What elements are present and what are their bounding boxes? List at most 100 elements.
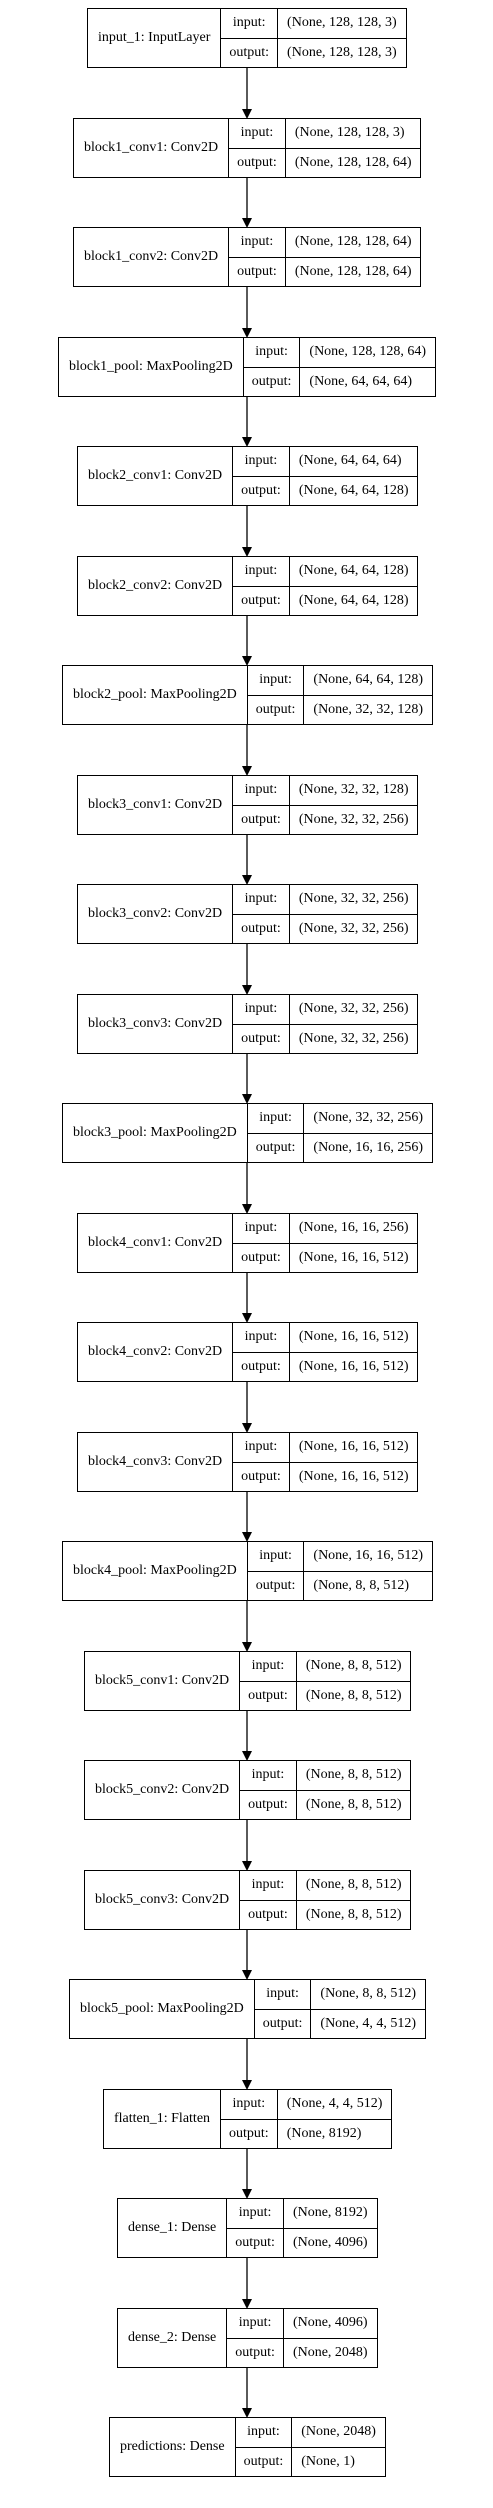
layer-name: block2_conv2: Conv2D (76, 556, 234, 616)
layer-name: block4_conv2: Conv2D (76, 1322, 234, 1382)
output-label: output: (246, 1570, 305, 1601)
output-label: output: (239, 1680, 297, 1711)
output-label: output: (234, 2446, 293, 2477)
output-shape: (None, 32, 32, 256) (288, 1023, 419, 1054)
layer-name: input_1: InputLayer (86, 8, 222, 68)
layer-name: block1_conv2: Conv2D (72, 227, 230, 287)
output-label: output: (228, 256, 286, 287)
input-label: input: (242, 337, 301, 368)
input-label: input: (232, 775, 290, 806)
input-shape: (None, 4, 4, 512) (276, 2089, 393, 2120)
layer-name: block3_pool: MaxPooling2D (62, 1103, 248, 1163)
output-shape: (None, 128, 128, 3) (277, 37, 407, 68)
input-label: input: (232, 994, 290, 1025)
input-shape: (None, 64, 64, 64) (288, 446, 419, 477)
layer-name: block3_conv2: Conv2D (76, 884, 234, 944)
output-shape: (None, 32, 32, 256) (288, 913, 419, 944)
output-shape: (None, 4096) (282, 2227, 378, 2258)
output-shape: (None, 4, 4, 512) (310, 2008, 427, 2039)
input-label: input: (220, 8, 279, 39)
input-label: input: (246, 1541, 305, 1572)
input-shape: (None, 128, 128, 64) (299, 337, 437, 368)
layer-name: block4_pool: MaxPooling2D (62, 1541, 248, 1601)
input-label: input: (239, 1870, 297, 1901)
output-label: output: (239, 1899, 297, 1930)
input-shape: (None, 2048) (291, 2417, 386, 2448)
layer-name: block4_conv3: Conv2D (76, 1432, 234, 1492)
output-shape: (None, 8192) (276, 2118, 393, 2149)
layer-name: dense_1: Dense (116, 2198, 228, 2258)
input-shape: (None, 32, 32, 256) (288, 994, 419, 1025)
layer-name: block2_pool: MaxPooling2D (62, 665, 248, 725)
input-label: input: (232, 446, 290, 477)
output-label: output: (232, 1242, 290, 1273)
input-label: input: (239, 1651, 297, 1682)
input-shape: (None, 32, 32, 256) (288, 884, 419, 915)
input-shape: (None, 16, 16, 512) (288, 1322, 419, 1353)
input-shape: (None, 8, 8, 512) (295, 1651, 412, 1682)
input-label: input: (228, 227, 286, 258)
output-label: output: (232, 804, 290, 835)
input-label: input: (226, 2308, 284, 2339)
layer-name: block1_conv1: Conv2D (72, 118, 230, 178)
input-shape: (None, 32, 32, 256) (303, 1103, 434, 1134)
output-shape: (None, 8, 8, 512) (295, 1680, 412, 1711)
layer-name: predictions: Dense (109, 2417, 236, 2477)
output-label: output: (246, 694, 305, 725)
input-shape: (None, 16, 16, 512) (303, 1541, 434, 1572)
output-shape: (None, 128, 128, 64) (284, 147, 422, 178)
output-label: output: (226, 2337, 284, 2368)
output-label: output: (226, 2227, 284, 2258)
input-label: input: (232, 1322, 290, 1353)
layer-name: block2_conv1: Conv2D (76, 446, 234, 506)
input-label: input: (239, 1760, 297, 1791)
input-shape: (None, 64, 64, 128) (288, 556, 419, 587)
output-shape: (None, 2048) (282, 2337, 378, 2368)
input-label: input: (253, 1979, 312, 2010)
layer-name: block1_pool: MaxPooling2D (58, 337, 244, 397)
input-label: input: (232, 1213, 290, 1244)
output-label: output: (239, 1789, 297, 1820)
input-shape: (None, 32, 32, 128) (288, 775, 419, 806)
layer-name: block5_pool: MaxPooling2D (69, 1979, 255, 2039)
output-label: output: (220, 37, 279, 68)
input-shape: (None, 128, 128, 64) (284, 227, 422, 258)
output-shape: (None, 64, 64, 128) (288, 475, 419, 506)
input-shape: (None, 64, 64, 128) (303, 665, 434, 696)
output-shape: (None, 8, 8, 512) (295, 1899, 412, 1930)
output-label: output: (232, 1023, 290, 1054)
output-shape: (None, 64, 64, 64) (299, 366, 437, 397)
input-label: input: (246, 1103, 305, 1134)
output-shape: (None, 64, 64, 128) (288, 585, 419, 616)
input-shape: (None, 8, 8, 512) (295, 1870, 412, 1901)
output-label: output: (232, 475, 290, 506)
input-shape: (None, 4096) (282, 2308, 378, 2339)
input-shape: (None, 8, 8, 512) (295, 1760, 412, 1791)
